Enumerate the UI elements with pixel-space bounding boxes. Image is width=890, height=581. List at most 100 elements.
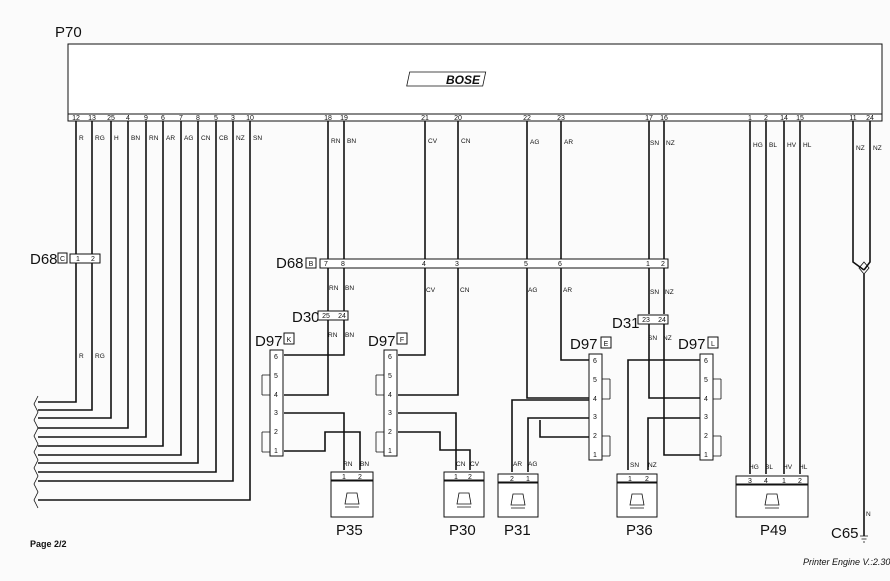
amp-pin: 6 xyxy=(161,115,165,122)
connector-pin: 1 xyxy=(704,452,708,459)
connector-pin: 3 xyxy=(274,410,278,417)
speaker-pin: 1 xyxy=(454,474,458,481)
wire-code: RN xyxy=(149,135,159,142)
amp-pin: 18 xyxy=(324,115,332,122)
wire-code: RN xyxy=(343,461,353,468)
wire-code: HL xyxy=(803,142,812,149)
connector-name: D68 xyxy=(30,251,58,268)
amp-pin: 16 xyxy=(660,115,668,122)
wire-code: BN xyxy=(345,332,354,339)
connector-pin: 24 xyxy=(658,317,666,324)
connector-pin: 4 xyxy=(422,261,426,268)
amp-pin: 2 xyxy=(764,115,768,122)
connector-pin: 1 xyxy=(76,256,80,263)
wire-code: BN xyxy=(345,285,354,292)
connector-d68-c: D68 C 1 2 R RG xyxy=(30,251,105,360)
amplifier-box xyxy=(67,43,883,115)
wire-code: SN xyxy=(650,289,659,296)
speaker-pin: 4 xyxy=(764,478,768,485)
connector-d68-b: D68 B 7 8 4 3 5 6 1 2 xyxy=(276,255,669,272)
speaker-pin: 2 xyxy=(645,476,649,483)
wire-code: RN xyxy=(329,285,339,292)
connector-pin: 1 xyxy=(593,452,597,459)
wire-code: CV xyxy=(426,287,436,294)
amp-pin: 24 xyxy=(866,115,874,122)
wire-code: RN xyxy=(328,332,338,339)
amp-pin: 10 xyxy=(246,115,254,122)
wire-code: AR xyxy=(166,135,175,142)
speaker-pin: 1 xyxy=(782,478,786,485)
amplifier-wire-codes: R RG H BN RN AR AG CN CB NZ SN RN BN CV … xyxy=(79,135,882,152)
wire-code: N xyxy=(866,511,871,518)
amp-pin: 19 xyxy=(340,115,348,122)
amp-pin: 23 xyxy=(557,115,565,122)
connector-pin: 1 xyxy=(388,448,392,455)
wire-code: CN xyxy=(456,461,466,468)
wire-code: AG xyxy=(528,287,537,294)
wires-p30: CV CN CN CV xyxy=(398,121,480,470)
amplifier-pins: 12 13 25 4 9 6 7 8 5 3 10 18 19 21 20 22… xyxy=(72,115,874,122)
connector-code: F xyxy=(400,337,404,344)
wire-code: AR xyxy=(564,139,573,146)
wire-code: CN xyxy=(461,138,471,145)
connector-pin: 4 xyxy=(274,392,278,399)
wire-code: SN xyxy=(630,462,639,469)
speaker-p31: 2 1 P31 xyxy=(497,473,539,539)
wire-code: HG xyxy=(753,142,763,149)
connector-pin: 2 xyxy=(91,256,95,263)
wire-code: HV xyxy=(783,464,793,471)
wire-code: AR xyxy=(563,287,572,294)
connector-pin: 5 xyxy=(388,373,392,380)
wire-code: HV xyxy=(787,142,797,149)
connector-pin: 3 xyxy=(593,414,597,421)
connector-name: D97 xyxy=(368,333,396,350)
wire-code: CV xyxy=(428,138,438,145)
connector-name: D30 xyxy=(292,309,320,326)
speaker-p49: 3 4 1 2 P49 xyxy=(735,475,809,539)
speaker-pin: 2 xyxy=(468,474,472,481)
speaker-pin: 2 xyxy=(798,478,802,485)
connector-pin: 8 xyxy=(341,261,345,268)
connector-name: D68 xyxy=(276,255,304,272)
connector-pin: 3 xyxy=(388,410,392,417)
wire-code: HG xyxy=(749,464,759,471)
wire-code: SN xyxy=(253,135,262,142)
wire-code: R xyxy=(79,353,84,360)
wire-code: AG xyxy=(528,461,537,468)
amp-pin: 5 xyxy=(214,115,218,122)
bose-logo: BOSE xyxy=(406,71,487,87)
amp-pin: 1 xyxy=(748,115,752,122)
connector-pin: 6 xyxy=(388,354,392,361)
connector-code: C xyxy=(60,256,65,263)
speaker-pin: 2 xyxy=(358,474,362,481)
speaker-p30: 1 2 P30 xyxy=(443,471,485,539)
amp-pin: 14 xyxy=(780,115,788,122)
connector-pin: 3 xyxy=(704,414,708,421)
wire-code: AG xyxy=(530,139,539,146)
connector-d31 xyxy=(637,314,669,325)
wire-code: NZ xyxy=(663,335,672,342)
connector-pin: 6 xyxy=(558,261,562,268)
connector-name: D97 xyxy=(570,336,598,353)
amp-pin: 3 xyxy=(231,115,235,122)
wire-code: SN xyxy=(650,140,659,147)
wire-code: BN xyxy=(131,135,140,142)
connector-pin: 2 xyxy=(704,433,708,440)
connector-pin: 25 xyxy=(322,313,330,320)
amp-pin: 4 xyxy=(126,115,130,122)
connector-pin: 24 xyxy=(338,313,346,320)
wire-code: NZ xyxy=(666,140,675,147)
wires-p36: SN NZ D31 23 24 SN NZ SN NZ xyxy=(612,121,700,470)
speaker-label: P36 xyxy=(626,522,653,539)
connector-d30 xyxy=(317,310,349,321)
wire-code: RG xyxy=(95,135,105,142)
speaker-label: P49 xyxy=(760,522,787,539)
connector-code: L xyxy=(711,341,715,348)
amp-pin: 11 xyxy=(849,115,856,122)
wire-code: AG xyxy=(184,135,193,142)
connector-pin: 6 xyxy=(704,358,708,365)
wire-code: CB xyxy=(219,135,228,142)
connector-name: D31 xyxy=(612,315,640,332)
connector-d97-l: D97 L 6 5 4 3 2 1 xyxy=(678,336,722,461)
